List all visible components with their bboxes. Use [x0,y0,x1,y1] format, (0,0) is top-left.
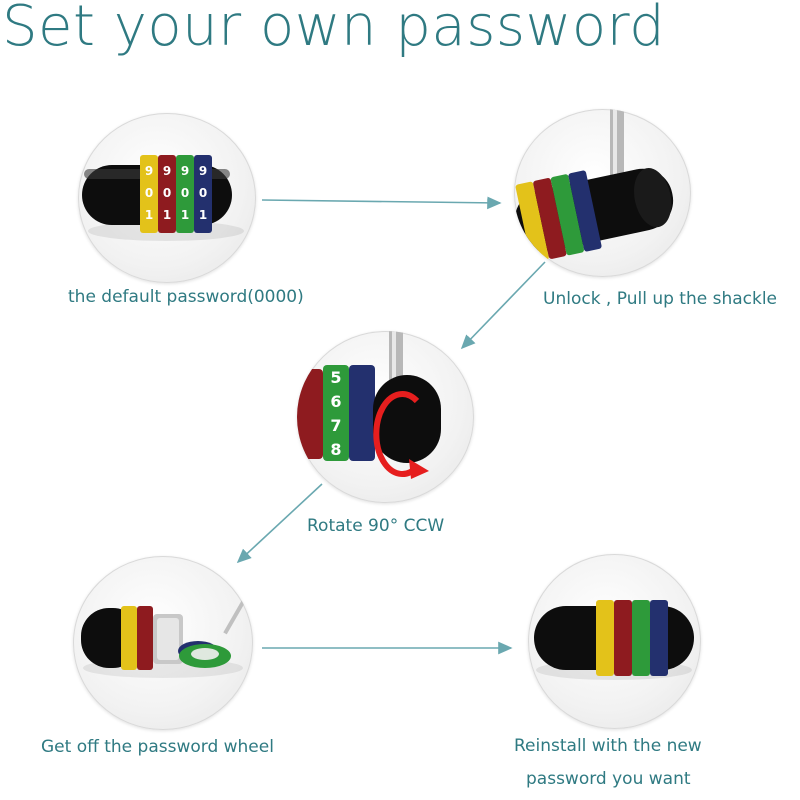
rotated-digit-3: 7 [330,416,341,435]
wheel1-bottom-digit: 1 [145,208,153,222]
wheel2-top-digit: 9 [163,164,171,178]
step4-caption: Get off the password wheel [41,737,274,757]
step2-photo [514,109,691,277]
step5-caption-line2: password you want [526,769,691,789]
step3-photo: 5 6 7 8 [297,331,474,503]
step3-caption: Rotate 90° CCW [307,516,445,536]
rotated-digit-2: 6 [330,392,341,411]
wheel2-bottom-digit: 1 [163,208,171,222]
step2-caption: Unlock , Pull up the shackle [543,289,778,309]
rotated-digit-4: 8 [330,440,341,459]
wheel1-top-digit: 9 [145,164,153,178]
wheel4-middle-digit: 0 [199,186,207,200]
rotated-digit-1: 5 [330,368,341,387]
wheel4-bottom-digit: 1 [199,208,207,222]
wheel2-middle-digit: 0 [163,186,171,200]
step1-caption: the default password(0000) [68,287,304,307]
wheel1-middle-digit: 0 [145,186,153,200]
arrow-step3-to-step4 [236,483,323,564]
wheel3-middle-digit: 0 [181,186,189,200]
wheel4-top-digit: 9 [199,164,207,178]
step5-photo [528,554,701,729]
step1-photo: 9 9 9 9 0 0 0 0 1 1 1 1 [78,113,256,283]
step4-photo [73,556,253,730]
step5-caption-line1: Reinstall with the new [514,736,702,756]
arrow-step2-to-step3 [460,261,546,350]
page-title: Set your own password [2,0,666,59]
arrow-step1-to-step2 [261,196,502,210]
wheel3-top-digit: 9 [181,164,189,178]
rotate-ccw-arrow-icon [373,391,420,477]
wheel3-bottom-digit: 1 [181,208,189,222]
